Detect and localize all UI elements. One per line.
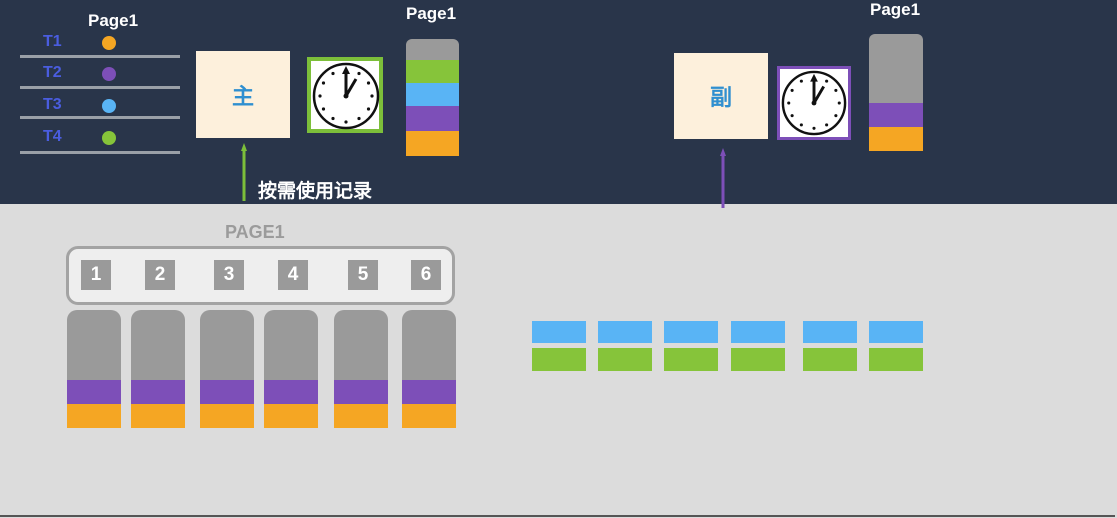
thread-line (20, 151, 180, 154)
thread-line (20, 116, 180, 119)
thread-label: T1 (43, 33, 62, 50)
column-segment (131, 310, 185, 380)
column-segment (402, 310, 456, 380)
column-segment (264, 404, 318, 428)
column-segment (131, 404, 185, 428)
column-segment (200, 380, 254, 404)
bar-top (731, 321, 785, 343)
column-segment (67, 310, 121, 380)
primary-arrow (241, 143, 247, 201)
thread-dot (102, 131, 116, 145)
column-segment (67, 380, 121, 404)
clock-icon (312, 62, 380, 130)
secondary-stack-title: Page1 (870, 0, 921, 19)
bar-top (532, 321, 586, 343)
column-segment (334, 310, 388, 380)
thread-line (20, 86, 180, 89)
thread-dot (102, 99, 116, 113)
stack-segment (869, 34, 923, 103)
column-segment (402, 380, 456, 404)
page-column (200, 310, 254, 428)
stack-segment (406, 39, 459, 60)
page-slot-3: 3 (214, 260, 244, 290)
primary-page-stack (406, 39, 459, 156)
page-slot-6: 6 (411, 260, 441, 290)
page-column (402, 310, 456, 428)
thread-dot (102, 67, 116, 81)
stack-segment (406, 106, 459, 131)
column-segment (264, 310, 318, 380)
column-segment (131, 380, 185, 404)
thread-label: T4 (43, 128, 62, 145)
page-slot-4: 4 (278, 260, 308, 290)
column-segment (67, 404, 121, 428)
column-segment (264, 380, 318, 404)
stack-segment (406, 131, 459, 156)
bar-bottom (803, 348, 857, 371)
on-demand-annotation: 按需使用记录 (258, 180, 373, 202)
page-column (334, 310, 388, 428)
page-slot-2: 2 (145, 260, 175, 290)
bar-top (869, 321, 923, 343)
primary-clock (307, 57, 383, 133)
primary-stack-title: Page1 (406, 4, 457, 23)
bar-bottom (664, 348, 718, 371)
thread-line (20, 55, 180, 58)
page-slot-1: 1 (81, 260, 111, 290)
stack-segment (406, 60, 459, 83)
page-frame (66, 246, 455, 305)
thread-label: T3 (43, 96, 62, 113)
bar-top (664, 321, 718, 343)
column-segment (334, 380, 388, 404)
page-slot-5: 5 (348, 260, 378, 290)
secondary-page-stack (869, 34, 923, 151)
threads-title: Page1 (88, 11, 139, 30)
thread-dot (102, 36, 116, 50)
column-segment (200, 404, 254, 428)
page-column (264, 310, 318, 428)
bar-top (598, 321, 652, 343)
column-segment (200, 310, 254, 380)
column-segment (402, 404, 456, 428)
bar-bottom (869, 348, 923, 371)
bar-bottom (532, 348, 586, 371)
page-group-title: PAGE1 (225, 222, 285, 242)
stack-segment (869, 127, 923, 151)
page-column (131, 310, 185, 428)
secondary-node: 副 (674, 53, 768, 139)
clock-icon (781, 70, 847, 136)
thread-label: T2 (43, 64, 62, 81)
stack-segment (869, 103, 923, 127)
bar-bottom (731, 348, 785, 371)
secondary-arrow (720, 148, 726, 208)
primary-node: 主 (196, 51, 290, 138)
top-panel (0, 0, 1117, 204)
secondary-clock (777, 66, 851, 140)
column-segment (334, 404, 388, 428)
bar-top (803, 321, 857, 343)
bar-bottom (598, 348, 652, 371)
page-column (67, 310, 121, 428)
stack-segment (406, 83, 459, 106)
